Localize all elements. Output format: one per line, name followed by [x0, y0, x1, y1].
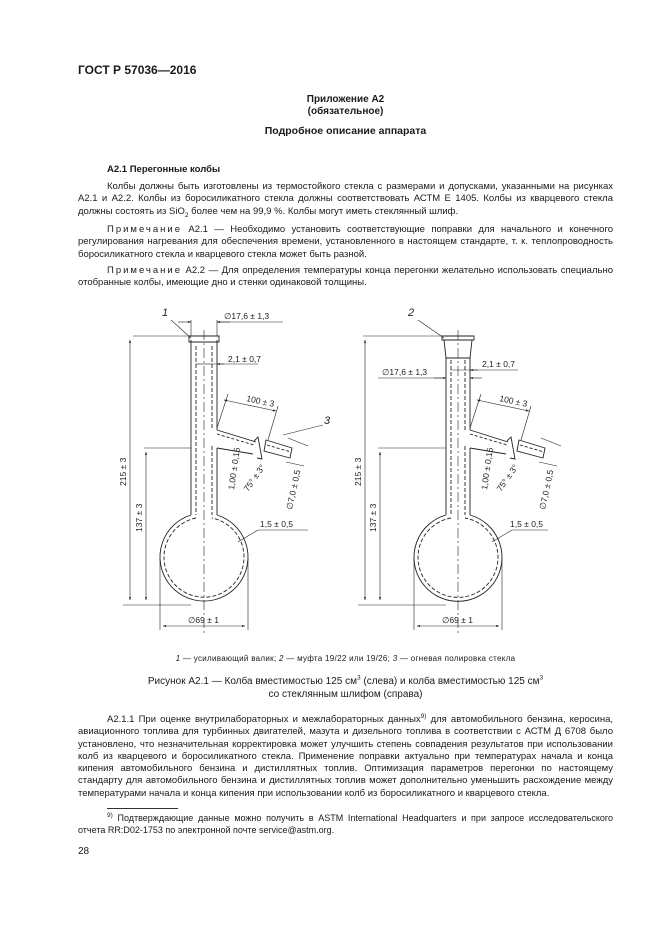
- right-angle: 75° ± 3°: [494, 463, 520, 494]
- left-total-height: 215 ± 3: [118, 457, 128, 486]
- left-wall-thickness: 2,1 ± 0,7: [228, 354, 261, 364]
- left-neck-height: 137 ± 3: [134, 503, 144, 532]
- left-bulb-diameter: ∅69 ± 1: [188, 615, 219, 625]
- marker-2: 2: [407, 307, 414, 319]
- right-wall-thickness: 2,1 ± 0,7: [482, 359, 515, 369]
- note-a2-1: Примечание А2.1 — Необходимо установить …: [78, 224, 613, 260]
- note-a2-2: Примечание А2.2 — Для определения темпер…: [78, 265, 613, 289]
- left-angle: 75° ± 3°: [241, 463, 267, 494]
- figure-legend: 1 — усиливающий валик; 2 — муфта 19/22 и…: [175, 654, 516, 663]
- page-number: 28: [78, 846, 90, 857]
- left-bulb-wall: 1,5 ± 0,5: [260, 519, 293, 529]
- right-side-wall: 1,00 ± 0,15: [479, 447, 495, 491]
- section-heading: А2.1 Перегонные колбы: [107, 164, 221, 175]
- figure-flasks: ∅17,6 ± 1,3 2,1 ± 0,7 100 ± 3 1,00 ± 0,1…: [78, 300, 613, 660]
- footnote-ref: 9): [420, 712, 427, 720]
- right-total-height: 215 ± 3: [353, 457, 363, 486]
- document-header: ГОСТ Р 57036—2016: [78, 63, 197, 77]
- right-neck-diameter: ∅17,6 ± 1,3: [382, 367, 427, 377]
- appendix-label: Приложение А2: [306, 94, 385, 105]
- marker-1: 1: [162, 307, 168, 319]
- left-side-wall: 1,00 ± 0,15: [226, 447, 242, 491]
- figure-caption: Рисунок А2.1 — Колба вместимостью 125 см…: [147, 674, 544, 700]
- paragraph-flasks: Колбы должны быть изготовлены из термост…: [78, 181, 613, 219]
- note-label: Примечание: [107, 224, 182, 235]
- right-side-diameter: ∅7,0 ± 0,5: [537, 469, 555, 511]
- right-bulb-wall: 1,5 ± 0,5: [510, 519, 543, 529]
- right-neck-height: 137 ± 3: [368, 503, 378, 532]
- left-side-length: 100 ± 3: [246, 393, 276, 409]
- footnote-divider: [107, 808, 178, 809]
- left-flask-drawing: [159, 335, 293, 602]
- appendix-heading: Приложение А2 (обязательное): [78, 94, 613, 118]
- footnote: 9) Подтверждающие данные можно получить …: [78, 812, 613, 835]
- note-label: Примечание: [107, 265, 182, 276]
- appendix-status: (обязательное): [307, 106, 384, 117]
- left-neck-diameter: ∅17,6 ± 1,3: [224, 311, 269, 321]
- appendix-title: Подробное описание аппарата: [264, 125, 427, 137]
- right-bulb-diameter: ∅69 ± 1: [442, 615, 473, 625]
- right-side-length: 100 ± 3: [499, 393, 529, 409]
- left-side-diameter: ∅7,0 ± 0,5: [284, 469, 302, 511]
- right-flask-drawing: [413, 335, 546, 602]
- marker-3: 3: [324, 415, 331, 427]
- paragraph-a2-1-1: А2.1.1 При оценке внутрилабораторных и м…: [78, 712, 613, 799]
